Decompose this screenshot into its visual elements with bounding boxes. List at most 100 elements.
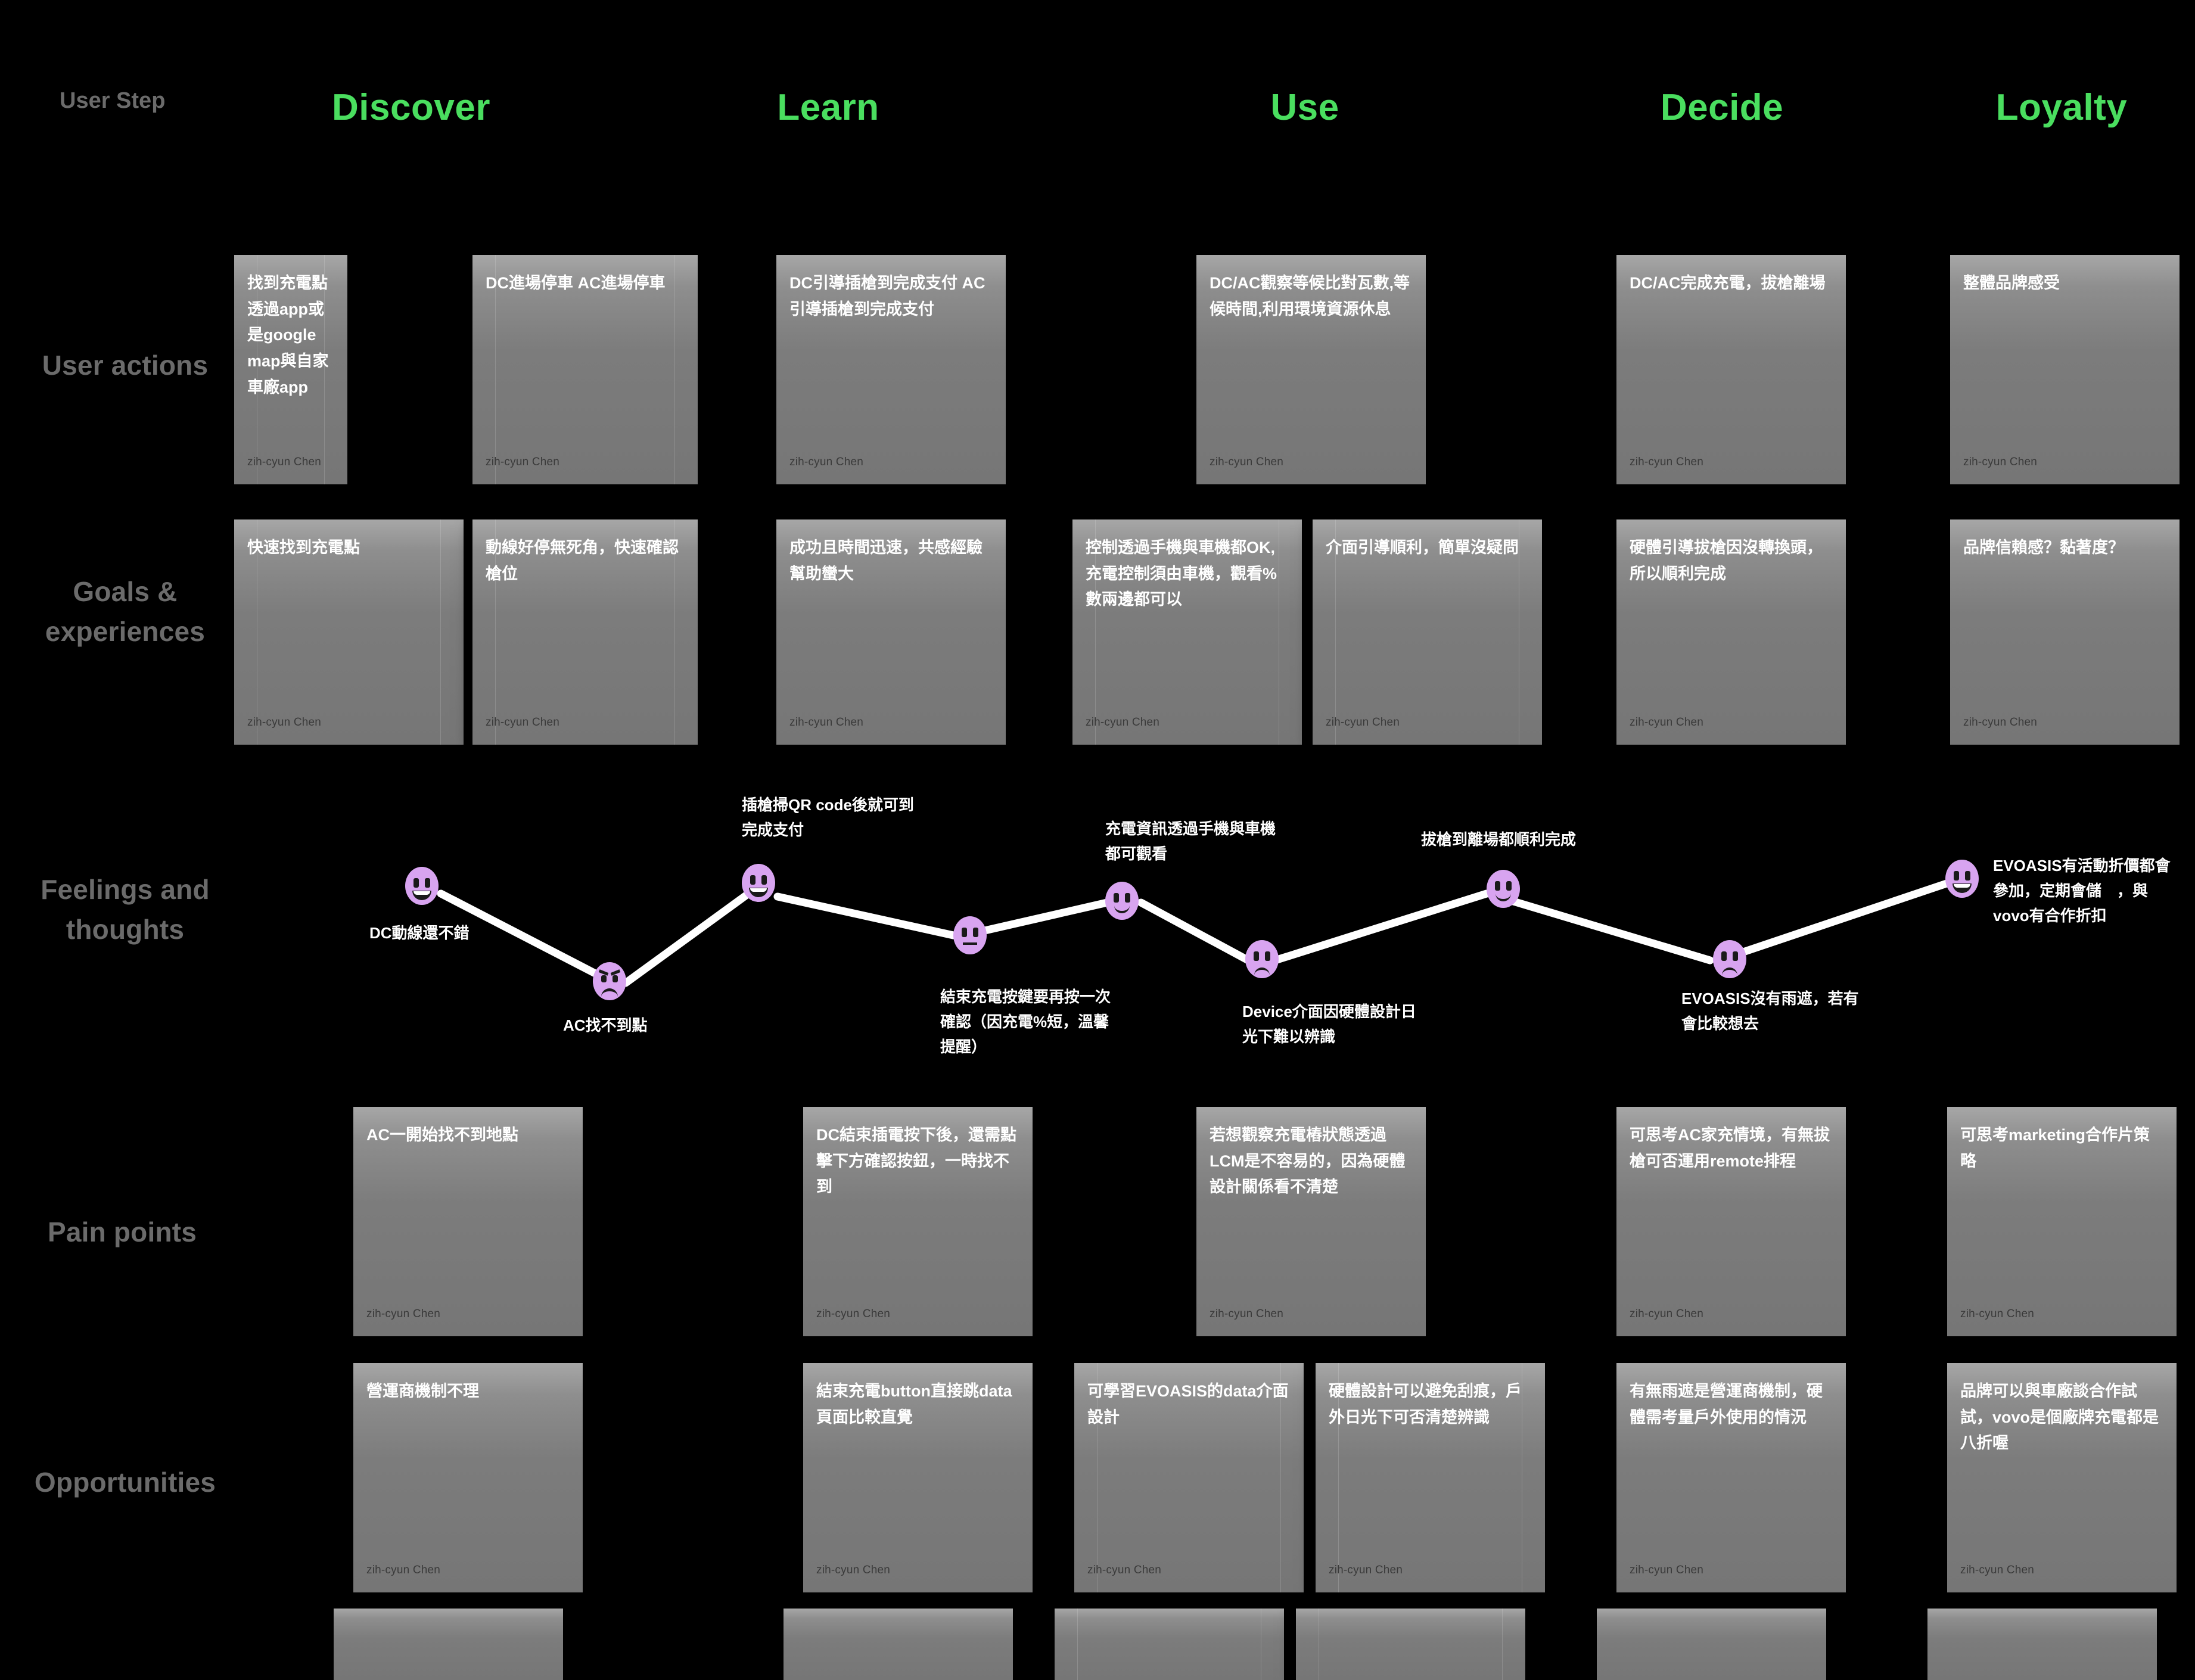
eye-left-icon: [1954, 871, 1959, 881]
sticky-note-author: zih-cyun Chen: [247, 456, 322, 468]
sticky-note-next-row-partial-5[interactable]: [1597, 1609, 1826, 1680]
feelings-note-5: 充電資訊透過手機與車機 都可觀看: [1105, 820, 1276, 863]
sticky-note-text: 可學習EVOASIS的data介面設計: [1087, 1382, 1289, 1426]
sticky-note-author: zih-cyun Chen: [1963, 716, 2038, 729]
sticky-note-author: zih-cyun Chen: [1960, 1564, 2035, 1576]
sticky-note-text: 品牌可以與車廠談合作試試，vovo是個廠牌充電都是八折喔: [1960, 1382, 2159, 1452]
sticky-note-goal-5[interactable]: 介面引導順利，簡單沒疑問 zih-cyun Chen: [1313, 519, 1542, 745]
sticky-note-text: DC進場停車 AC進場停車: [486, 274, 666, 292]
eye-right-icon: [1965, 871, 1970, 881]
sticky-note-author: zih-cyun Chen: [1963, 456, 2038, 468]
feelings-emoji-2-angry[interactable]: [593, 962, 626, 1000]
sticky-note-next-row-partial-3[interactable]: [1055, 1609, 1284, 1680]
sticky-note-user-action-4[interactable]: DC/AC觀察等候比對瓦數,等候時間,利用環境資源休息 zih-cyun Che…: [1196, 255, 1426, 484]
feelings-emoji-1-grin[interactable]: [405, 867, 439, 905]
sticky-note-author: zih-cyun Chen: [816, 1564, 891, 1576]
sticky-note-author: zih-cyun Chen: [1087, 1564, 1162, 1576]
sticky-note-goal-6[interactable]: 硬體引導拔槍因沒轉換頭，所以順利完成 zih-cyun Chen: [1616, 519, 1846, 745]
eye-left-icon: [1721, 951, 1727, 961]
sticky-note-next-row-partial-1[interactable]: [334, 1609, 563, 1680]
eye-left-icon: [601, 975, 607, 982]
sticky-note-author: zih-cyun Chen: [1630, 716, 1704, 729]
feelings-emoji-7-smile[interactable]: [1487, 870, 1520, 908]
sticky-note-text: 結束充電button直接跳data頁面比較直覺: [816, 1382, 1012, 1426]
eye-right-icon: [1265, 951, 1270, 961]
sticky-note-text: 找到充電點透過app或是google map與自家車廠app: [247, 274, 329, 396]
sticky-note-goal-2[interactable]: 動線好停無死角，快速確認槍位 zih-cyun Chen: [472, 519, 698, 745]
feelings-emoji-6-sad[interactable]: [1245, 940, 1279, 978]
sticky-note-next-row-partial-6[interactable]: [1927, 1609, 2157, 1680]
sticky-note-author: zih-cyun Chen: [816, 1308, 891, 1320]
sticky-note-text: 硬體引導拔槍因沒轉換頭，所以順利完成: [1630, 539, 1823, 583]
sticky-note-next-row-partial-4[interactable]: [1296, 1609, 1525, 1680]
sticky-note-author: zih-cyun Chen: [247, 716, 322, 729]
feelings-emoji-8-sad[interactable]: [1713, 940, 1746, 978]
sticky-note-user-action-6[interactable]: 整體品牌感受 zih-cyun Chen: [1950, 255, 2180, 484]
sticky-note-opportunity-6[interactable]: 品牌可以與車廠談合作試試，vovo是個廠牌充電都是八折喔 zih-cyun Ch…: [1947, 1363, 2177, 1592]
sticky-note-pain-4[interactable]: 可思考AC家充情境，有無拔槍可否運用remote排程 zih-cyun Chen: [1616, 1107, 1846, 1336]
sticky-note-pain-3[interactable]: 若想觀察充電樁狀態透過LCM是不容易的，因為硬體設計關係看不清楚 zih-cyu…: [1196, 1107, 1426, 1336]
sticky-note-text: 快速找到充電點: [247, 539, 360, 556]
feelings-emoji-4-neutral[interactable]: [953, 916, 987, 954]
sticky-note-text: 動線好停無死角，快速確認槍位: [486, 539, 679, 583]
eye-right-icon: [613, 975, 618, 982]
sticky-note-author: zih-cyun Chen: [789, 716, 864, 729]
sticky-note-text: 品牌信賴感？黏著度？: [1963, 539, 2124, 556]
sticky-note-text: DC/AC觀察等候比對瓦數,等候時間,利用環境資源休息: [1210, 274, 1410, 318]
sticky-note-text: DC/AC完成充電，拔槍離場: [1630, 274, 1826, 292]
eye-left-icon: [1114, 893, 1119, 903]
sticky-note-author: zih-cyun Chen: [486, 456, 560, 468]
sticky-note-text: 硬體設計可以避免刮痕，戶外日光下可否清楚辨識: [1329, 1382, 1522, 1426]
sticky-note-text: 營運商機制不理: [366, 1382, 479, 1400]
feelings-note-3: 插槍掃QR code後就可到 完成支付: [742, 796, 914, 839]
row-label-user-actions: User actions: [42, 350, 209, 381]
feelings-emoji-9-grin[interactable]: [1945, 860, 1979, 898]
sticky-note-user-action-5[interactable]: DC/AC完成充電，拔槍離場 zih-cyun Chen: [1616, 255, 1846, 484]
step-axis-label: User Step: [60, 88, 166, 113]
sticky-note-user-action-2[interactable]: DC進場停車 AC進場停車 zih-cyun Chen: [472, 255, 698, 484]
row-label-opportunities: Opportunities: [34, 1467, 216, 1498]
sticky-note-text: DC引導插槍到完成支付 AC引導插槍到完成支付: [789, 274, 985, 318]
sticky-note-opportunity-3[interactable]: 可學習EVOASIS的data介面設計 zih-cyun Chen: [1074, 1363, 1304, 1592]
sticky-note-goal-7[interactable]: 品牌信賴感？黏著度？ zih-cyun Chen: [1950, 519, 2180, 745]
sticky-note-text: 可思考AC家充情境，有無拔槍可否運用remote排程: [1630, 1126, 1830, 1170]
sticky-note-text: 可思考marketing合作片策略: [1960, 1126, 2150, 1170]
sticky-note-author: zih-cyun Chen: [1086, 716, 1160, 729]
mouth-frown-icon: [1722, 967, 1737, 976]
sticky-note-text: 若想觀察充電樁狀態透過LCM是不容易的，因為硬體設計關係看不清楚: [1210, 1126, 1406, 1196]
sticky-note-user-action-1[interactable]: 找到充電點透過app或是google map與自家車廠app zih-cyun …: [234, 255, 347, 484]
sticky-note-text: 介面引導順利，簡單沒疑問: [1326, 539, 1519, 556]
mouth-grin-icon: [749, 888, 768, 897]
eye-right-icon: [1506, 881, 1512, 891]
sticky-note-pain-2[interactable]: DC結束插電按下後，還需點擊下方確認按鈕，一時找不到 zih-cyun Chen: [803, 1107, 1033, 1336]
sticky-note-author: zih-cyun Chen: [366, 1564, 441, 1576]
sticky-note-goal-3[interactable]: 成功且時間迅速，共感經驗幫助蠻大 zih-cyun Chen: [776, 519, 1006, 745]
eye-left-icon: [962, 928, 967, 937]
column-header-discover: Discover: [332, 87, 490, 128]
sticky-note-opportunity-4[interactable]: 硬體設計可以避免刮痕，戶外日光下可否清楚辨識 zih-cyun Chen: [1316, 1363, 1545, 1592]
sticky-note-opportunity-5[interactable]: 有無雨遮是營運商機制，硬體需考量戶外使用的情況 zih-cyun Chen: [1616, 1363, 1846, 1592]
sticky-note-next-row-partial-2[interactable]: [784, 1609, 1013, 1680]
column-header-decide: Decide: [1660, 87, 1784, 128]
sticky-note-pain-5[interactable]: 可思考marketing合作片策略 zih-cyun Chen: [1947, 1107, 2177, 1336]
sticky-note-text: DC結束插電按下後，還需點擊下方確認按鈕，一時找不到: [816, 1126, 1016, 1196]
feelings-emoji-5-smile[interactable]: [1105, 882, 1139, 920]
sticky-note-opportunity-1[interactable]: 營運商機制不理 zih-cyun Chen: [353, 1363, 583, 1592]
sticky-note-opportunity-2[interactable]: 結束充電button直接跳data頁面比較直覺 zih-cyun Chen: [803, 1363, 1033, 1592]
sticky-note-goal-1[interactable]: 快速找到充電點 zih-cyun Chen: [234, 519, 464, 745]
eye-left-icon: [413, 878, 419, 888]
sticky-note-author: zih-cyun Chen: [1326, 716, 1400, 729]
feelings-note-9: EVOASIS有活動折價都會 參加，定期會儲 ，與 vovo有合作折扣: [1993, 857, 2171, 925]
feelings-note-6: Device介面因硬體設計日 光下難以辨識: [1242, 1003, 1416, 1046]
sticky-note-text: AC一開始找不到地點: [366, 1126, 518, 1144]
mouth-smile-icon: [1496, 892, 1511, 901]
sticky-note-user-action-3[interactable]: DC引導插槍到完成支付 AC引導插槍到完成支付 zih-cyun Chen: [776, 255, 1006, 484]
sticky-note-pain-1[interactable]: AC一開始找不到地點 zih-cyun Chen: [353, 1107, 583, 1336]
column-header-use: Use: [1270, 87, 1339, 128]
sticky-note-text: 整體品牌感受: [1963, 274, 2060, 292]
sticky-note-goal-4[interactable]: 控制透過手機與車機都OK,充電控制須由車機，觀看%數兩邊都可以 zih-cyun…: [1072, 519, 1302, 745]
feelings-emoji-3-grin[interactable]: [742, 864, 775, 902]
eye-right-icon: [761, 875, 767, 885]
sticky-note-author: zih-cyun Chen: [1329, 1564, 1403, 1576]
eye-right-icon: [1125, 893, 1130, 903]
